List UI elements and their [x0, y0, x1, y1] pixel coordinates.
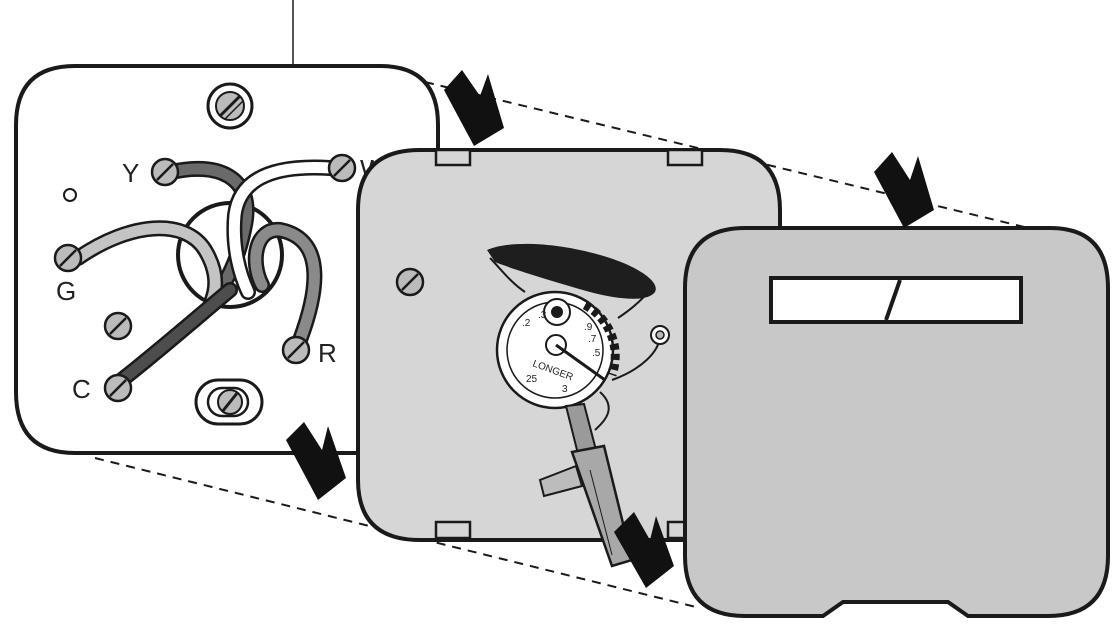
dial-label-v3: .9 — [584, 322, 593, 333]
dial-label-v1: .2 — [522, 318, 531, 329]
arrow-top-right-icon — [874, 152, 934, 228]
terminal-blank — [103, 311, 133, 341]
cover — [683, 226, 1110, 618]
arrows — [286, 70, 934, 588]
subbase: LONGER .2 .3 .9 .7 .5 25 3 — [356, 148, 782, 568]
dial-label-v7: 3 — [562, 384, 568, 395]
terminal-r: R — [281, 335, 337, 368]
dial-label-v5: .5 — [592, 348, 601, 359]
mounting-hole — [63, 188, 77, 202]
small-terminal-screw-icon — [650, 325, 670, 345]
cover-window — [769, 276, 1023, 324]
terminal-g: G — [53, 243, 83, 306]
anticipator-dial: LONGER .2 .3 .9 .7 .5 25 3 — [495, 290, 620, 410]
terminal-c-label: C — [72, 374, 91, 404]
dial-label-v4: .7 — [588, 334, 597, 345]
dial-pointer — [555, 343, 606, 382]
wires — [70, 159, 338, 391]
subbase-tab-bottom-left — [434, 520, 472, 540]
arrow-bottom-right-icon — [614, 512, 674, 588]
top-screw-icon — [206, 82, 254, 130]
mercury-bulb-icon — [487, 243, 656, 319]
terminal-c: C — [72, 373, 133, 404]
terminal-y: Y — [122, 157, 180, 188]
terminal-g-label: G — [56, 276, 76, 306]
dial-label-v2: .3 — [538, 310, 547, 321]
wallplate: Y W G C R — [14, 64, 440, 455]
terminal-r-label: R — [318, 338, 337, 368]
bottom-slot-screw-icon — [194, 378, 264, 426]
dial-label-v6: 25 — [526, 374, 538, 385]
cover-body — [683, 226, 1110, 618]
arrow-top-left-icon — [444, 70, 504, 146]
arrow-bottom-left-icon — [286, 422, 346, 500]
subbase-tab-top-left — [434, 148, 472, 167]
subbase-tab-top-right — [666, 148, 704, 167]
terminal-y-label: Y — [122, 158, 139, 188]
subbase-screw-icon — [395, 267, 425, 297]
